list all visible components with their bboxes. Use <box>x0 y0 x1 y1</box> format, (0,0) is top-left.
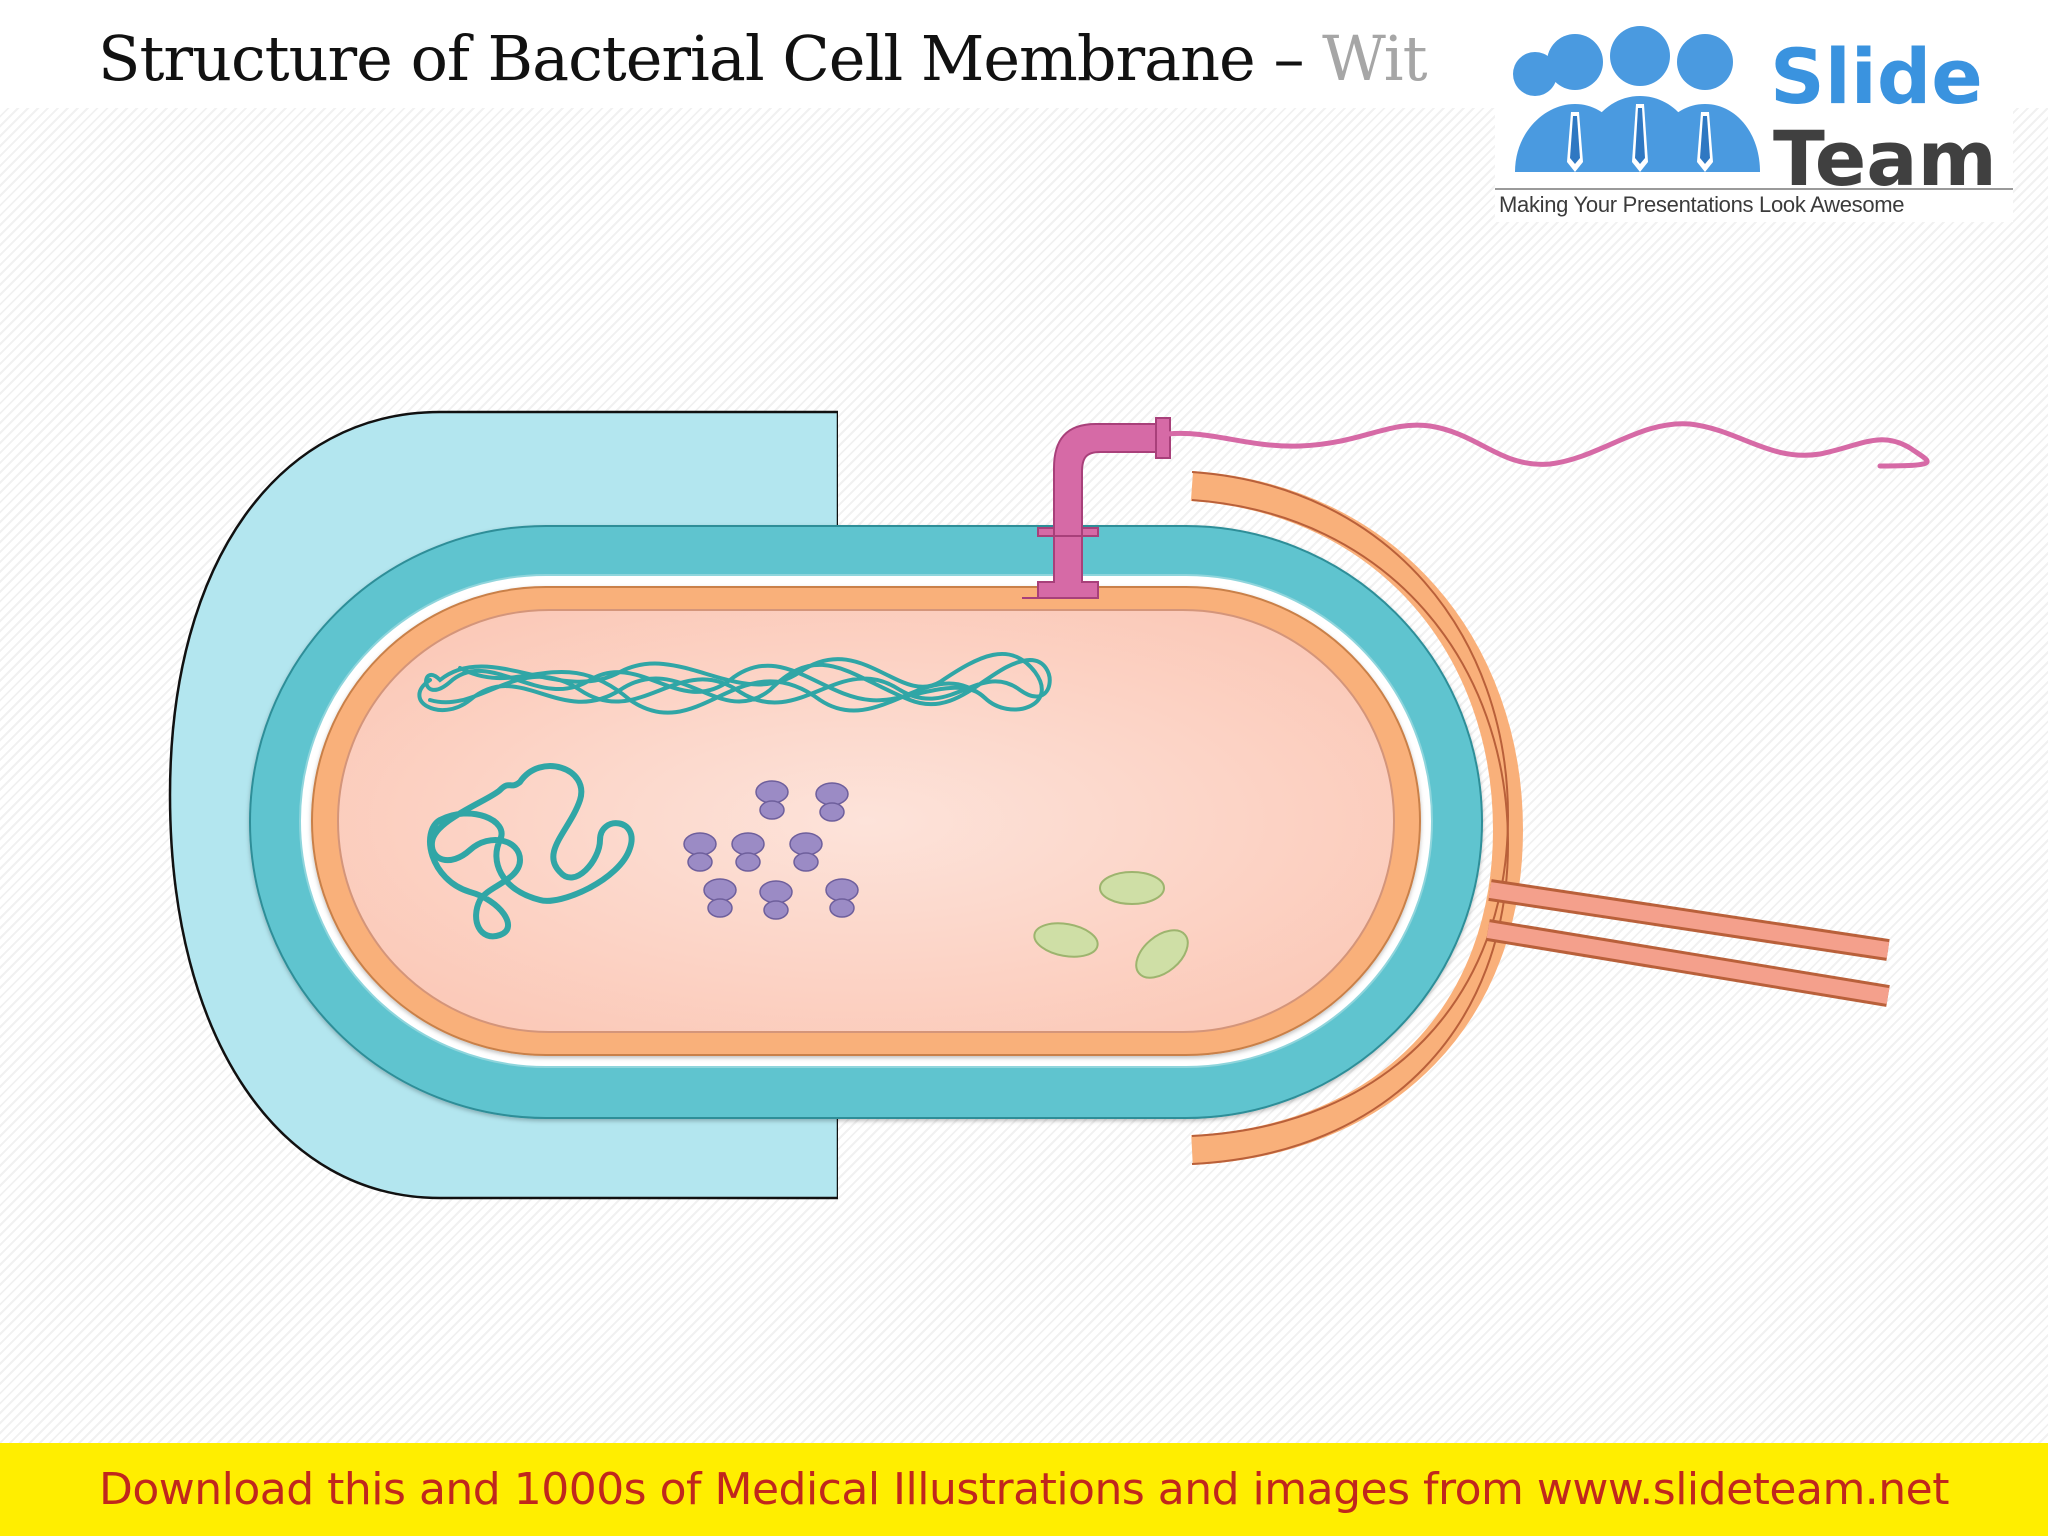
title-main: Structure of Bacterial Cell Membrane <box>98 22 1256 95</box>
outer-membrane <box>1190 471 1524 1165</box>
plasmid <box>427 763 635 940</box>
ribosomes <box>683 780 859 920</box>
footer-download-link[interactable]: Download this and 1000s of Medical Illus… <box>98 1464 1950 1515</box>
footer-banner: Download this and 1000s of Medical Illus… <box>0 1443 2048 1536</box>
ribosome <box>731 832 765 872</box>
ribosome <box>825 878 859 918</box>
cytoplasm <box>337 609 1395 1033</box>
granule <box>1033 922 1099 958</box>
granule <box>1099 871 1165 905</box>
ribosome <box>755 780 789 820</box>
granule <box>1135 929 1189 979</box>
pili <box>1486 879 1890 1007</box>
title-separator: – <box>1254 22 1323 95</box>
nucleoid-dna <box>417 651 1052 715</box>
logo-tagline: Making Your Presentations Look Awesome <box>1499 192 1905 217</box>
ribosome <box>703 878 737 918</box>
flagellum <box>1022 417 1930 599</box>
storage-granules <box>1033 871 1189 979</box>
title-subtitle: Wit <box>1322 22 1427 95</box>
ribosome <box>789 832 823 872</box>
ribosome <box>815 782 849 822</box>
people-icon <box>1495 26 2013 190</box>
ribosome <box>759 880 793 920</box>
logo-word-team: Team <box>1773 114 1997 203</box>
logo-word-slide: Slide <box>1770 32 1983 121</box>
page-title: Structure of Bacterial Cell Membrane – W… <box>98 14 1428 104</box>
ribosome <box>683 832 717 872</box>
slideteam-logo: Slide Team Making Your Presentations Loo… <box>1495 22 2013 222</box>
